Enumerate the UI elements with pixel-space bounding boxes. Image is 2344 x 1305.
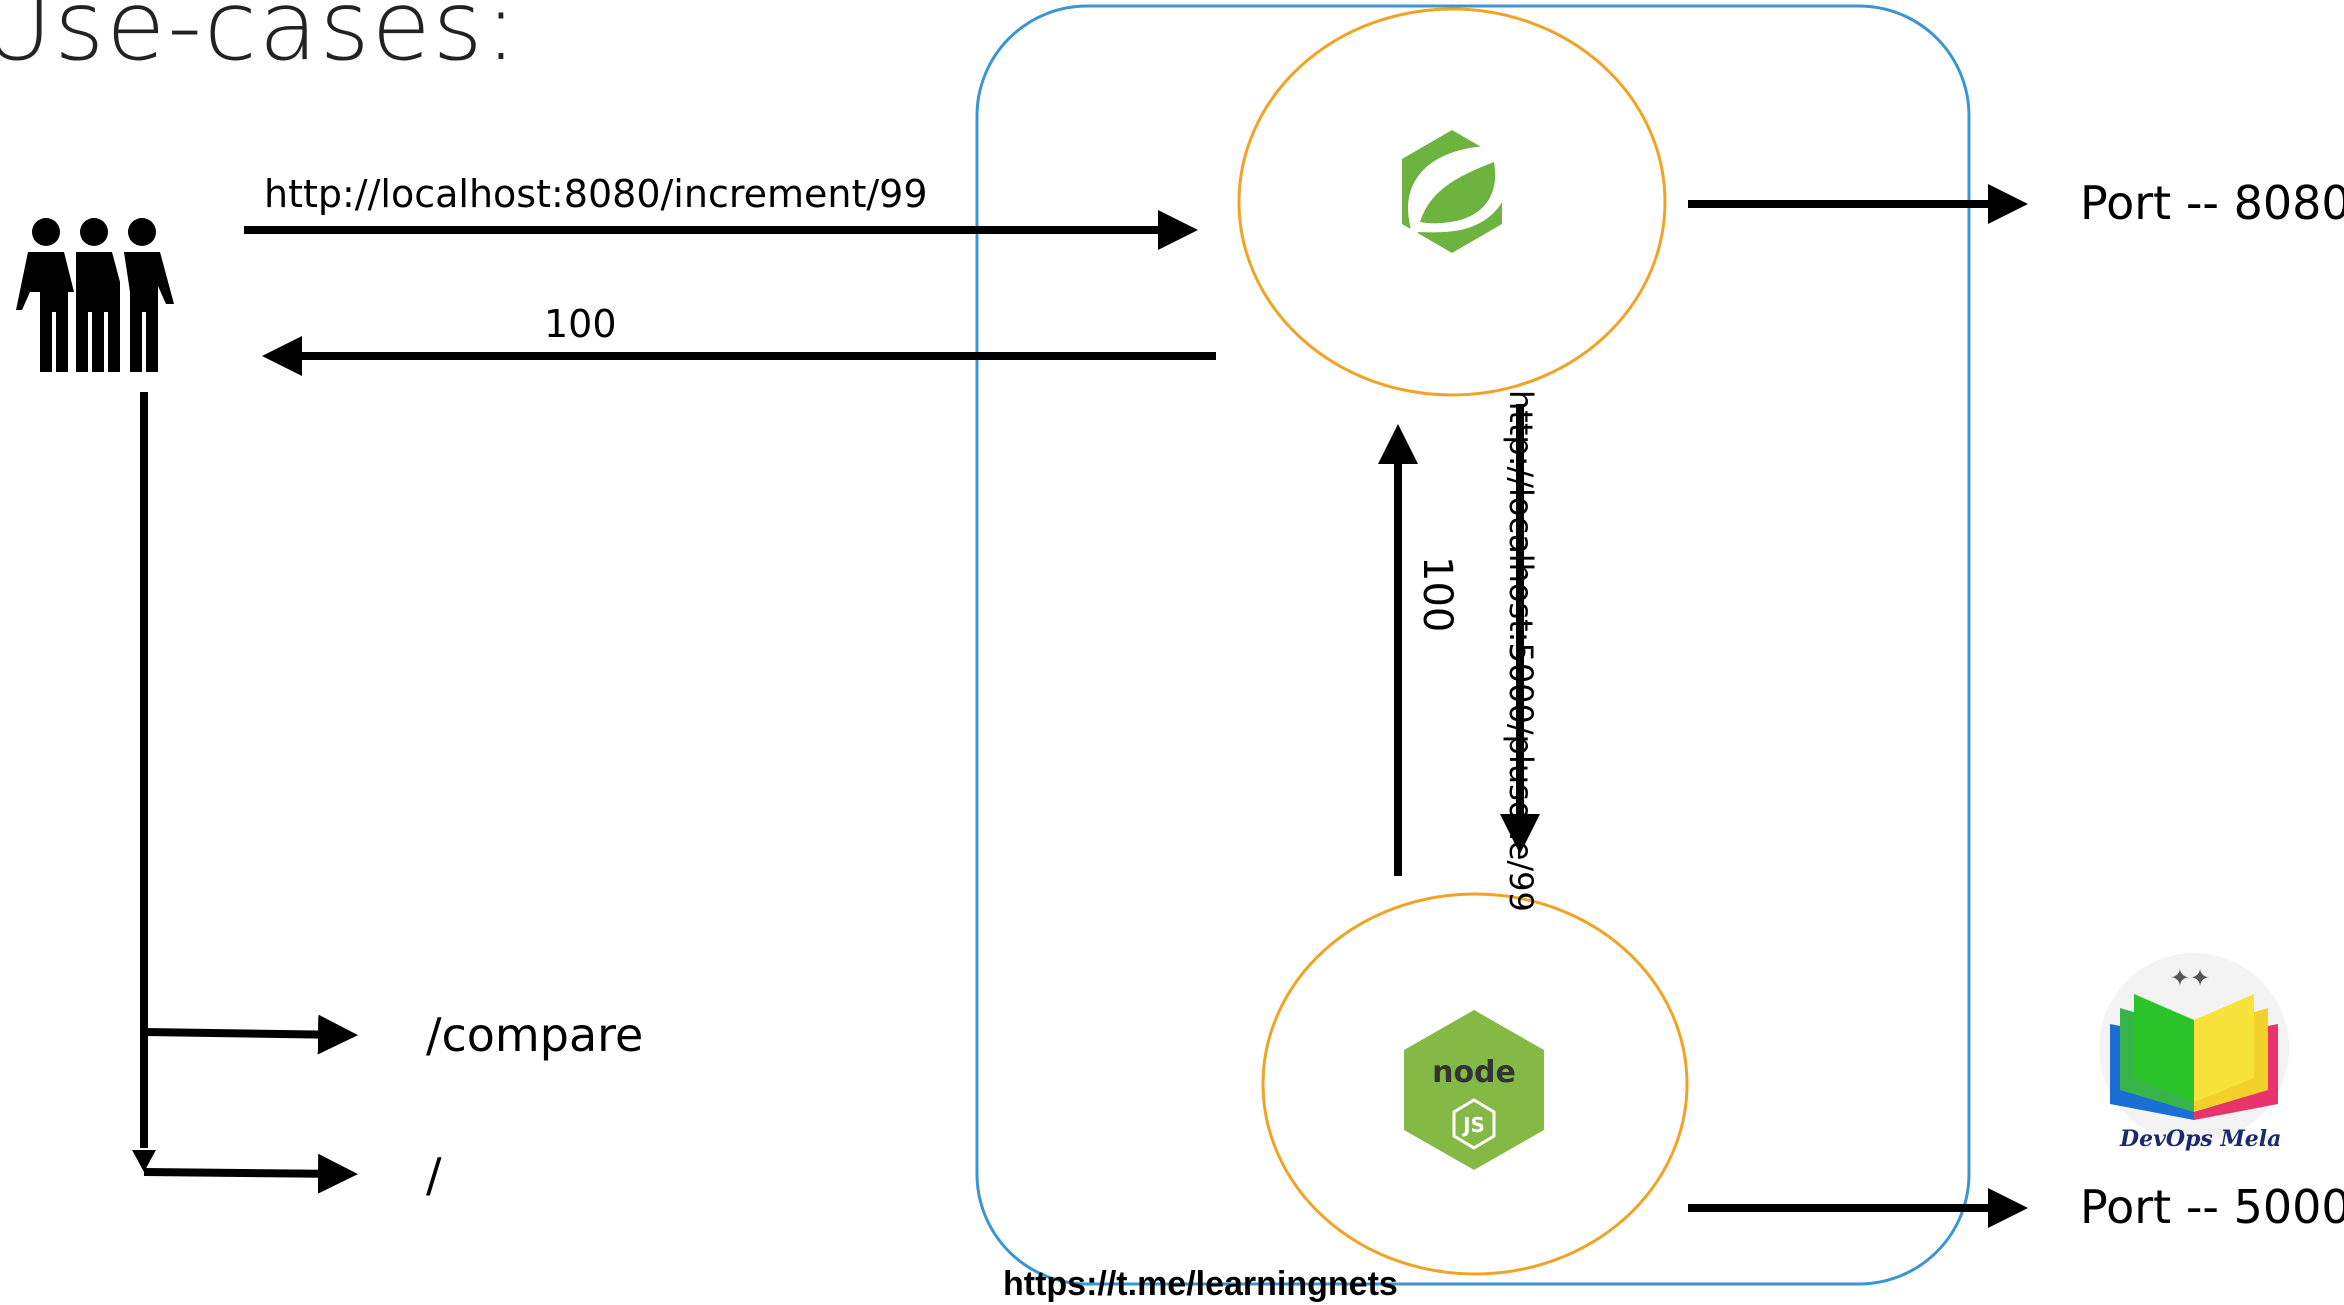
container-box [975,4,1971,1286]
internal-request-url-label: http://localhost:5000/plusone/99 [1502,390,1540,912]
devops-mela-text: DevOps Mela [2120,1126,2282,1152]
route-compare-label: /compare [426,1008,644,1062]
request-url-label: http://localhost:8080/increment/99 [264,172,928,216]
port-5000-label: Port -- 5000 [2080,1180,2344,1234]
route-compare-arrow [143,1014,358,1055]
port-8080-label: Port -- 8080 [2080,176,2344,230]
response-value-label: 100 [544,302,617,346]
route-root-label: / [426,1148,442,1202]
nodejs-icon: node JS [1404,1010,1544,1170]
svg-text:node: node [1432,1055,1516,1090]
spring-leaf-icon [1402,130,1511,253]
page-title: Use-cases: [0,0,520,82]
users-icon [16,218,174,372]
routes-trunk-arrowhead [132,1150,156,1172]
svg-text:JS: JS [1461,1113,1485,1137]
internal-response-value-label: 100 [1414,556,1460,633]
spring-service-circle [1237,7,1667,397]
route-root-arrow [143,1153,358,1194]
footer-link[interactable]: https://t.me/learningnets [1003,1265,1398,1303]
node-service-circle [1261,892,1689,1276]
devops-mela-logo: ✦✦ [2099,953,2289,1143]
svg-text:✦✦: ✦✦ [2170,964,2210,992]
